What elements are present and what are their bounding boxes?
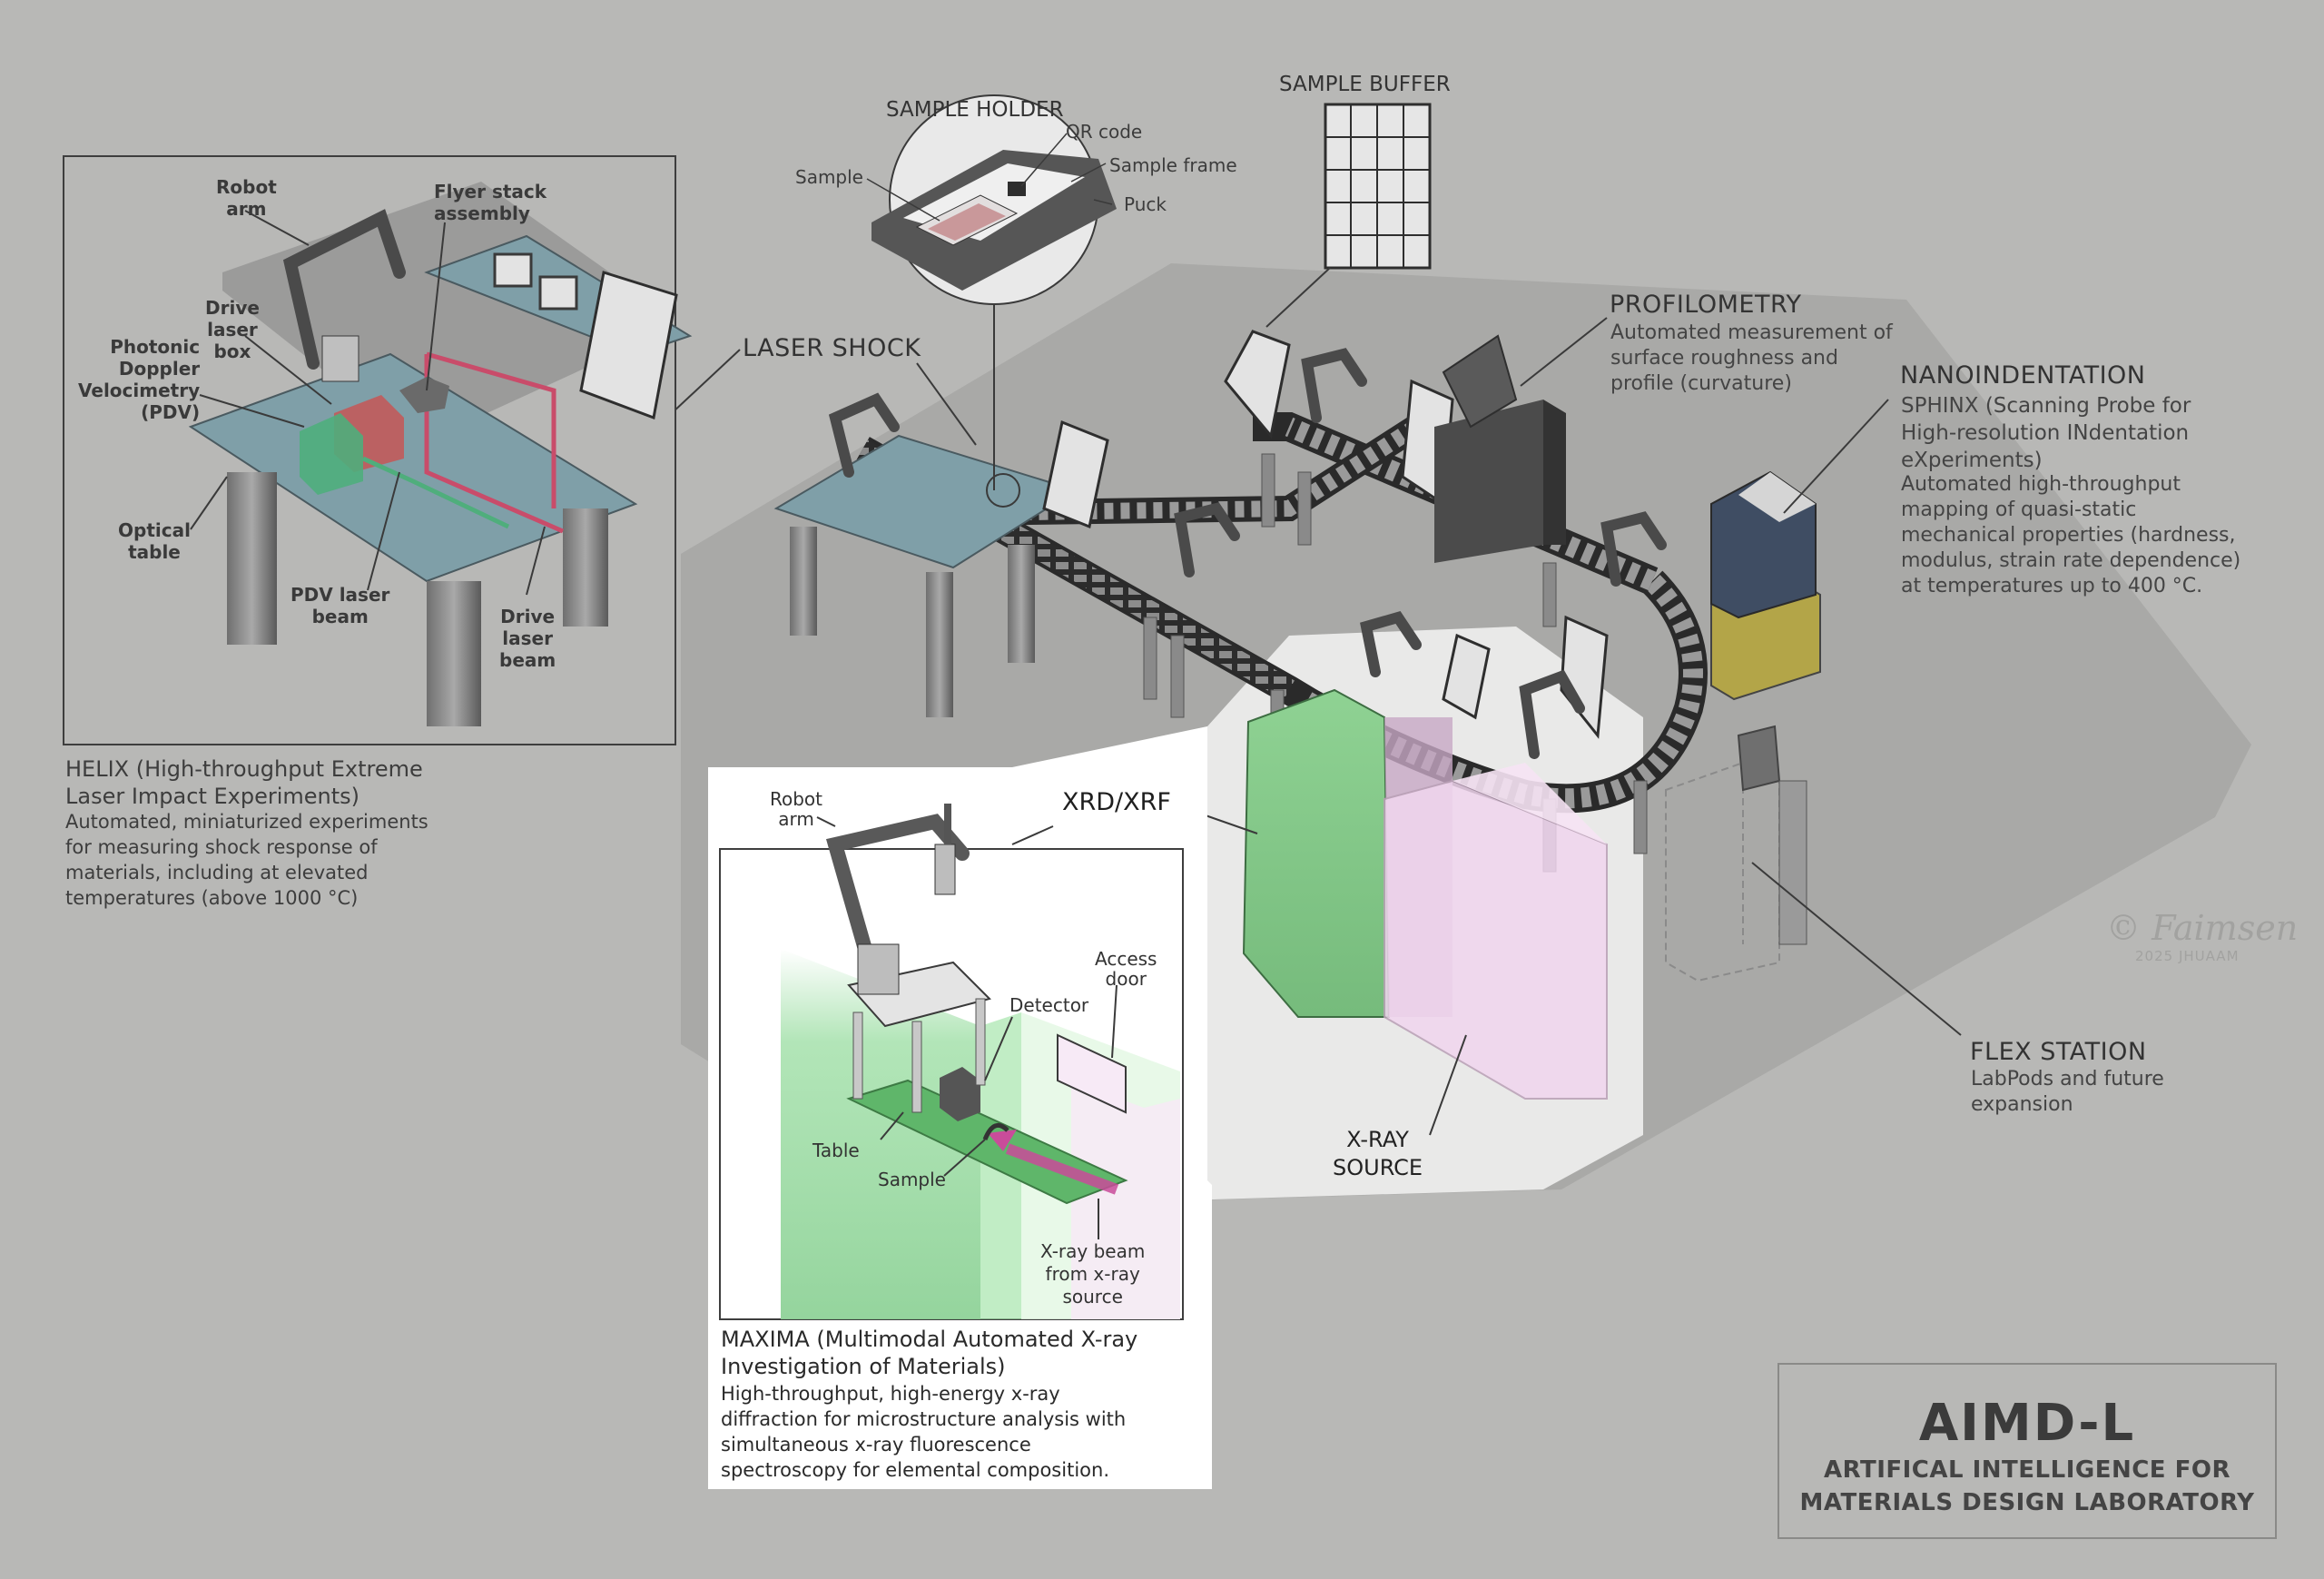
aimd-title: AIMD-L <box>1918 1394 2136 1453</box>
helix-robot-arm-label: Robot arm <box>216 176 277 220</box>
aimd-title-box: AIMD-L ARTIFICAL INTELLIGENCE FOR MATERI… <box>1777 1363 2277 1539</box>
helix-pdv-label: Photonic Doppler Velocimetry (PDV) <box>78 336 201 423</box>
sample-frame-label: Sample frame <box>1109 154 1237 176</box>
maxima-access-door-label: Access door <box>1095 948 1157 990</box>
nanoindentation-title: NANOINDENTATION <box>1900 361 2146 390</box>
sample-rack-icon <box>1042 330 1609 739</box>
flex-station-desc: LabPods and future expansion <box>1971 1068 2164 1116</box>
sample-label: Sample <box>795 166 863 188</box>
laser-shock-label: LASER SHOCK <box>743 334 921 362</box>
x-ray-source-label: X-RAY SOURCE <box>1333 1127 1423 1180</box>
profilometer-icon <box>1434 334 1566 563</box>
helix-pdv-beam-label: PDV laser beam <box>290 584 390 627</box>
helix-drive-beam-label: Drive laser beam <box>499 606 556 671</box>
x-ray-cabinet-icon <box>1242 688 1608 1100</box>
helix-illustration <box>188 182 693 726</box>
sample-buffer-rack <box>1324 103 1432 270</box>
nanoindentation-desc: Automated high-throughput mapping of qua… <box>1901 473 2241 597</box>
qr-code-label: QR code <box>1066 121 1143 143</box>
sample-buffer-label: SAMPLE BUFFER <box>1279 73 1451 96</box>
helix-optical-table-label: Optical table <box>118 519 191 563</box>
profilometry-title: PROFILOMETRY <box>1610 291 1802 319</box>
flex-station-title: FLEX STATION <box>1970 1038 2147 1066</box>
maxima-sample-label: Sample <box>878 1169 946 1190</box>
nanoindenter-icon <box>1710 470 1821 701</box>
maxima-xray-beam-label: X-ray beam from x-ray source <box>1040 1240 1146 1308</box>
helix-desc: Automated, miniaturized experiments for … <box>65 811 428 909</box>
artist-signature: © Faimsen <box>2106 908 2299 948</box>
maxima-title: MAXIMA (Multimodal Automated X-ray Inves… <box>721 1327 1138 1379</box>
robot-arm-icon <box>828 348 1667 759</box>
xrd-xrf-label: XRD/XRF <box>1062 788 1171 816</box>
aimd-subtitle: ARTIFICAL INTELLIGENCE FOR MATERIALS DES… <box>1799 1456 2255 1516</box>
profilometry-desc: Automated measurement of surface roughne… <box>1610 321 1893 395</box>
sample-holder-detail <box>872 94 1117 508</box>
maxima-detector-label: Detector <box>1009 994 1089 1016</box>
maxima-desc: High-throughput, high-energy x-ray diffr… <box>721 1383 1127 1481</box>
helix-title: HELIX (High-throughput Extreme Laser Imp… <box>65 756 423 809</box>
sample-holder-label: SAMPLE HOLDER <box>886 98 1064 122</box>
helix-drive-laser-box-label: Drive laser box <box>205 297 260 362</box>
puck-label: Puck <box>1124 193 1167 215</box>
maxima-table-label: Table <box>812 1140 860 1161</box>
artist-signature-year: 2025 JHUAAM <box>2135 948 2240 964</box>
nanoindentation-acronym: SPHINX (Scanning Probe for High-resoluti… <box>1901 394 2191 472</box>
maxima-robot-arm-label: Robot arm <box>770 788 823 830</box>
helix-flyer-stack-label: Flyer stack assembly <box>434 181 547 224</box>
maxima-illustration <box>781 804 1180 1319</box>
